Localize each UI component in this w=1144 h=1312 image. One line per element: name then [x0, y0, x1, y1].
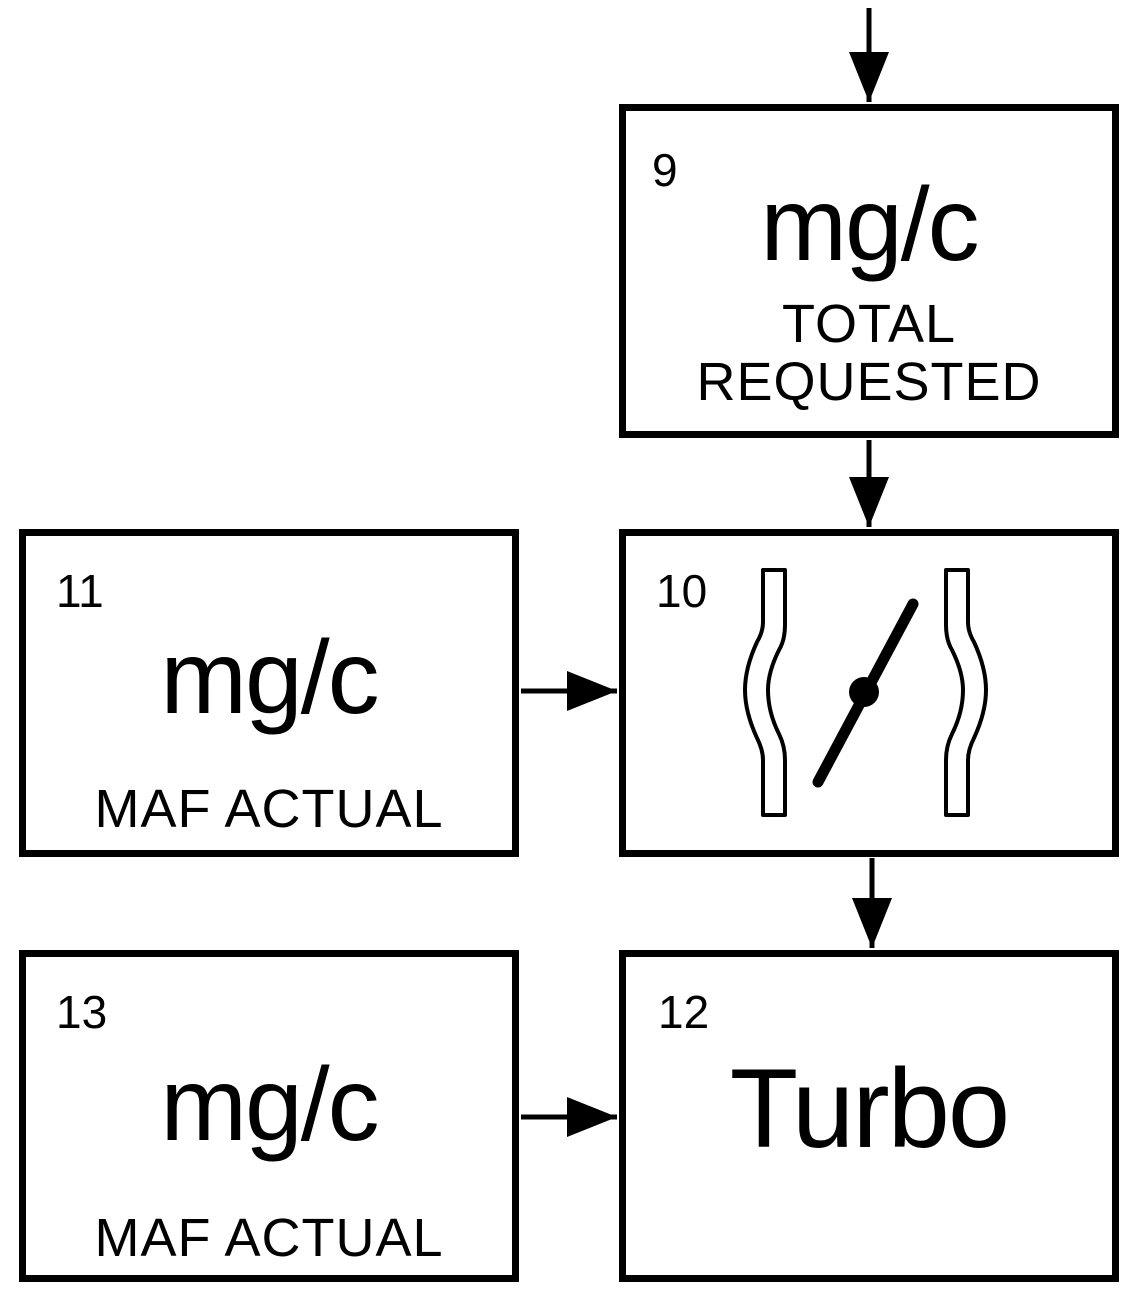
box-maf-actual-upper: 11 mg/c MAF ACTUAL [19, 529, 519, 857]
caption-line-2: REQUESTED [696, 352, 1042, 413]
box-maf-actual-lower: 13 mg/c MAF ACTUAL [19, 950, 519, 1282]
ref-number: 13 [56, 986, 108, 1038]
caption: MAF ACTUAL [94, 779, 444, 839]
caption: TOTAL REQUESTED [626, 295, 1112, 412]
throttle-valve-icon [743, 568, 988, 817]
ref-number: 11 [56, 565, 104, 617]
turbo-label: Turbo [729, 1046, 1010, 1171]
ref-number: 12 [658, 986, 710, 1038]
box-turbo: 12 Turbo [619, 950, 1119, 1282]
unit-label: mg/c [760, 167, 979, 283]
caption-line-1: TOTAL [781, 294, 957, 354]
ref-number: 9 [652, 144, 678, 196]
unit-label: mg/c [160, 1047, 379, 1163]
caption: MAF ACTUAL [94, 1208, 444, 1268]
ref-number: 10 [656, 565, 708, 617]
unit-label: mg/c [160, 620, 379, 736]
box-total-requested: 9 mg/c TOTAL REQUESTED [619, 104, 1119, 438]
